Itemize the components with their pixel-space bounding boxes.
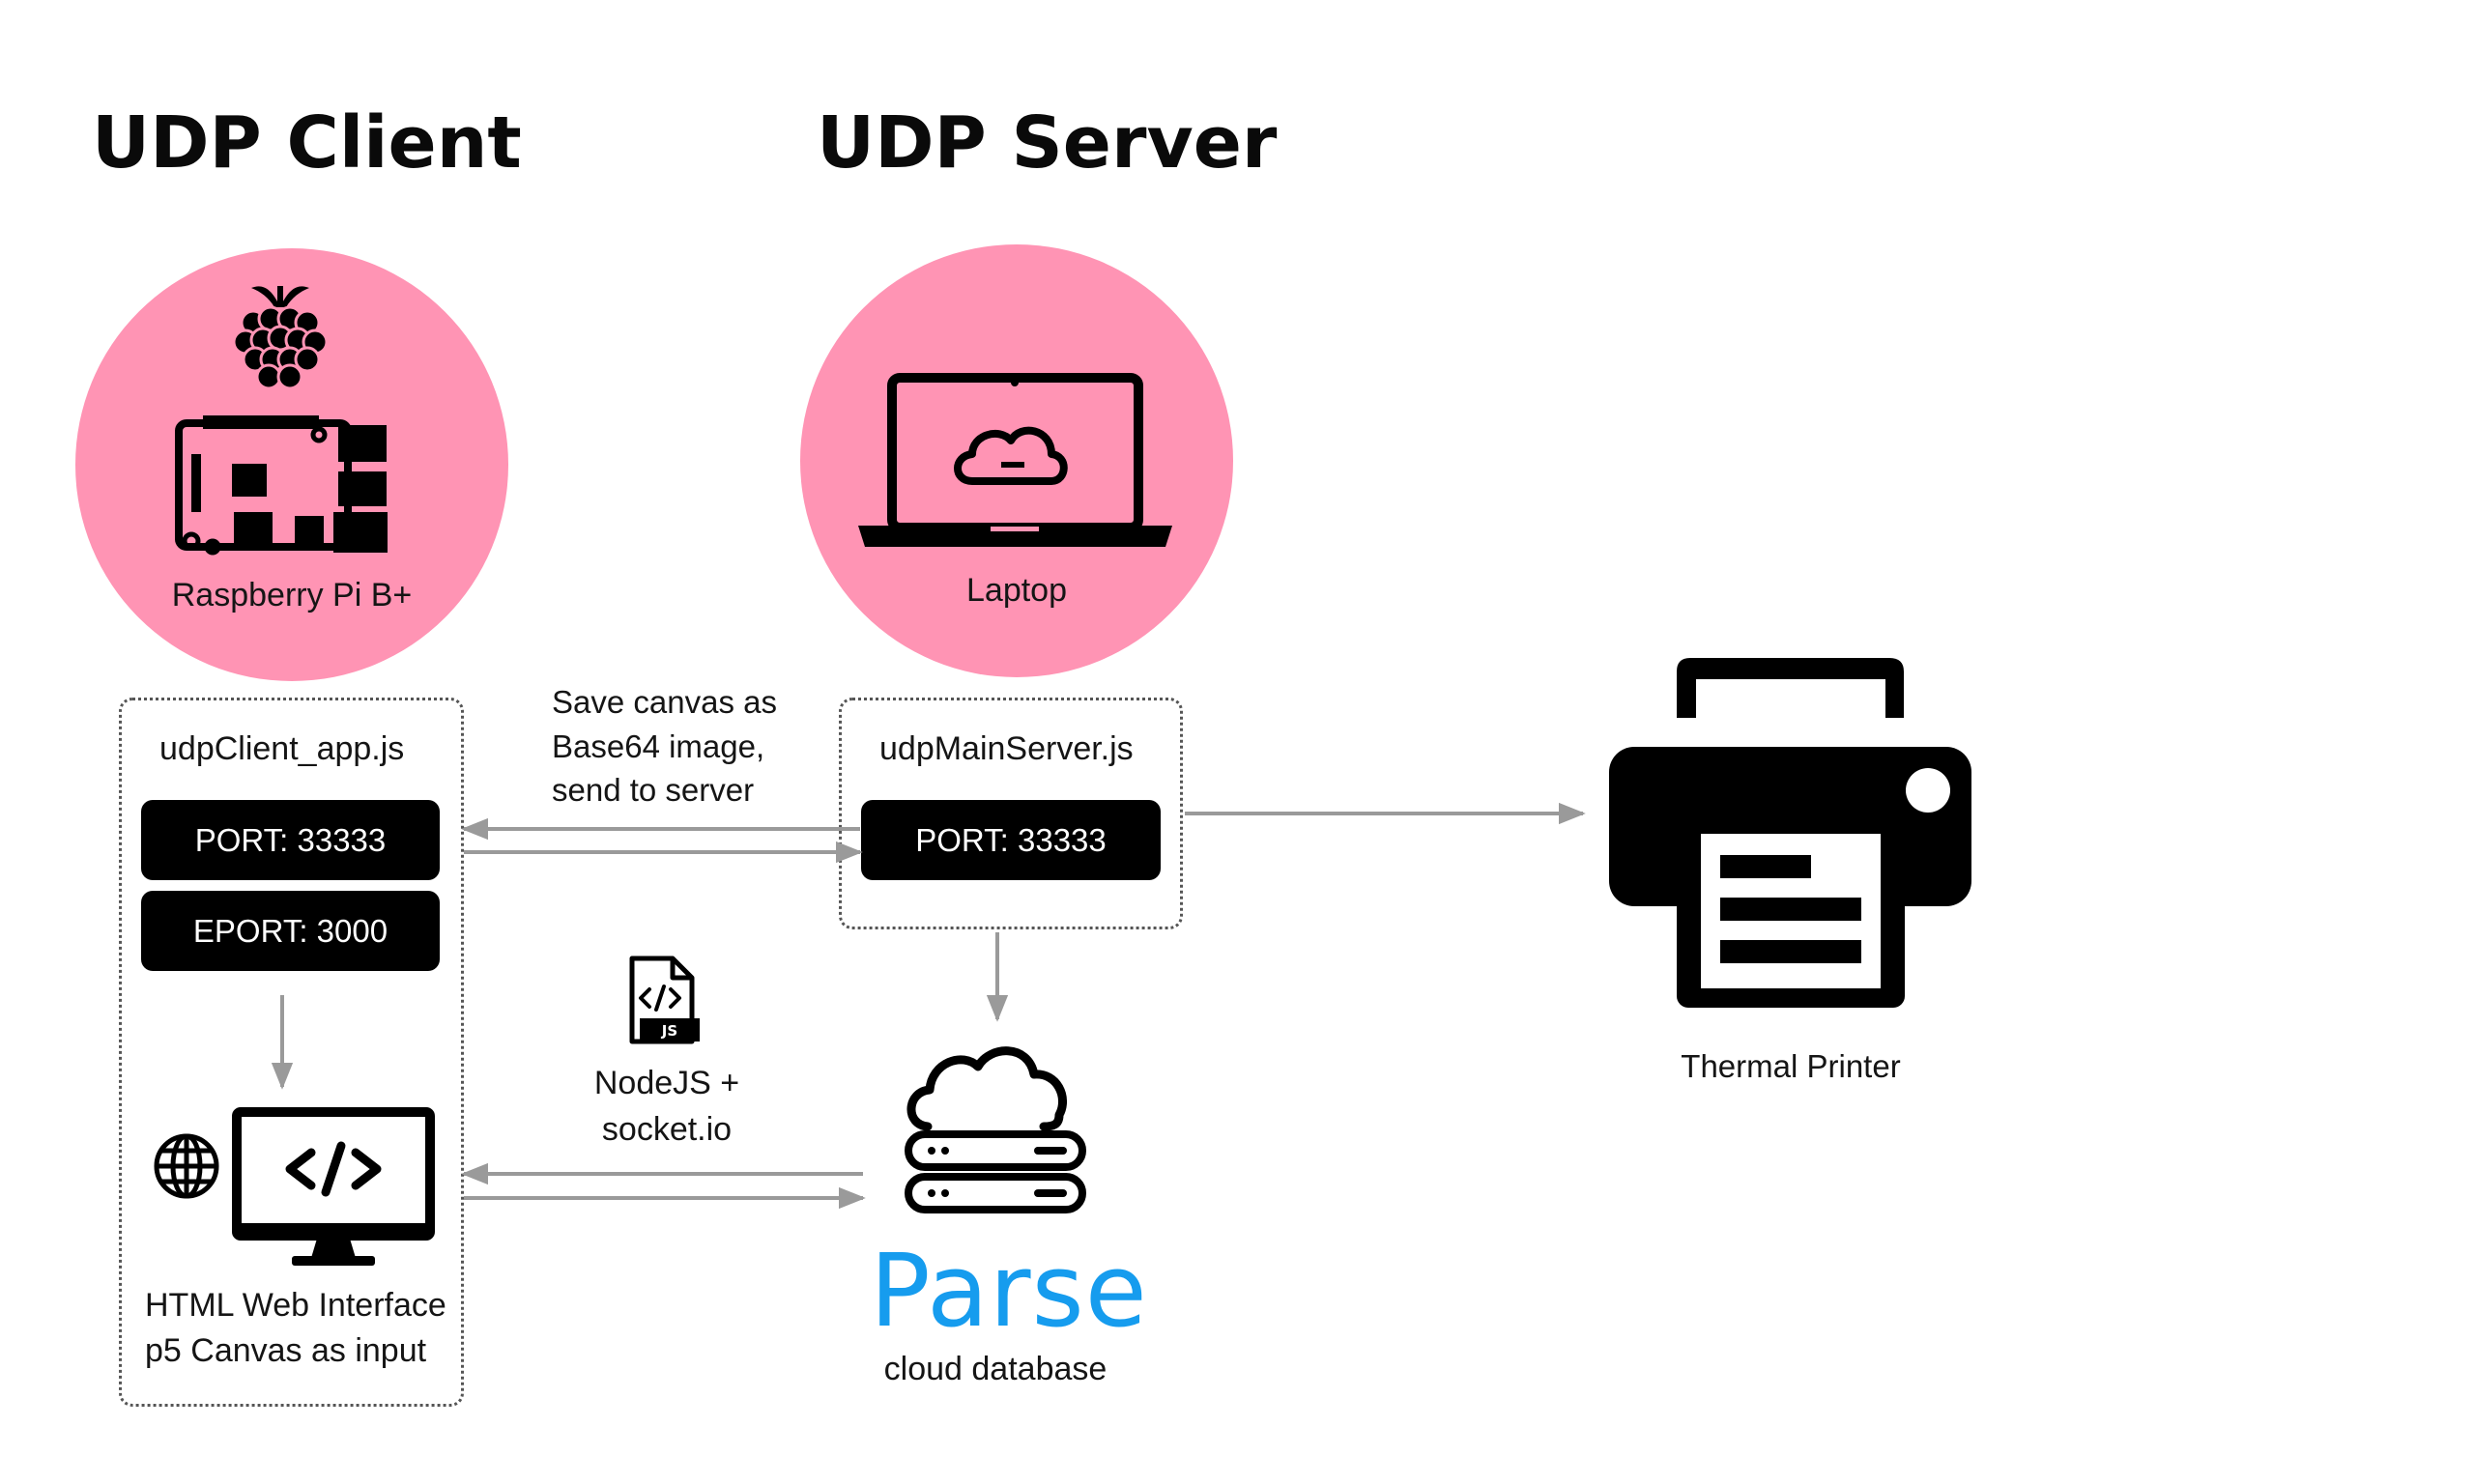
server-port-badge: PORT: 33333	[861, 800, 1161, 880]
nodejs-label: NodeJS + socket.io	[561, 1061, 773, 1153]
nodejs-line2: socket.io	[601, 1110, 733, 1148]
save-canvas-label: Save canvas as Base64 image, send to ser…	[552, 680, 777, 813]
server-title: UDP Server	[817, 101, 1278, 185]
web-interface-line2: p5 Canvas as input	[145, 1331, 427, 1369]
client-port-badge: PORT: 33333	[141, 800, 440, 880]
circuit-board-icon	[175, 415, 388, 556]
globe-icon	[154, 1133, 219, 1199]
js-badge-text: JS	[661, 1022, 677, 1040]
save-canvas-line3: send to server	[552, 772, 755, 809]
printer-label: Thermal Printer	[1681, 1048, 1901, 1084]
client-device-label: Raspberry Pi B+	[171, 577, 413, 614]
printer-icon	[1609, 658, 1971, 1008]
client-file-name: udpClient_app.js	[159, 730, 405, 767]
server-device-circle	[800, 244, 1233, 677]
client-app-container	[119, 698, 464, 1407]
save-canvas-line2: Base64 image,	[552, 728, 765, 764]
client-eport-badge: EPORT: 3000	[141, 891, 440, 971]
code-monitor-icon	[232, 1107, 435, 1266]
nodejs-line1: NodeJS +	[593, 1065, 740, 1101]
server-app-container	[839, 698, 1183, 929]
web-interface-label: HTML Web Interface p5 Canvas as input	[145, 1283, 446, 1374]
laptop-cloud-icon	[858, 373, 1172, 547]
client-title: UDP Client	[92, 101, 522, 185]
server-device-label: Laptop	[966, 572, 1067, 609]
web-interface-line1: HTML Web Interface	[145, 1287, 446, 1324]
cloud-server-icon	[905, 1046, 1086, 1213]
raspberry-icon	[232, 286, 329, 390]
js-file-icon: JS	[629, 956, 700, 1044]
parse-logo: Parse	[870, 1232, 1148, 1350]
save-canvas-line1: Save canvas as	[552, 684, 777, 720]
server-file-name: udpMainServer.js	[879, 730, 1134, 767]
database-label: cloud database	[883, 1351, 1108, 1387]
